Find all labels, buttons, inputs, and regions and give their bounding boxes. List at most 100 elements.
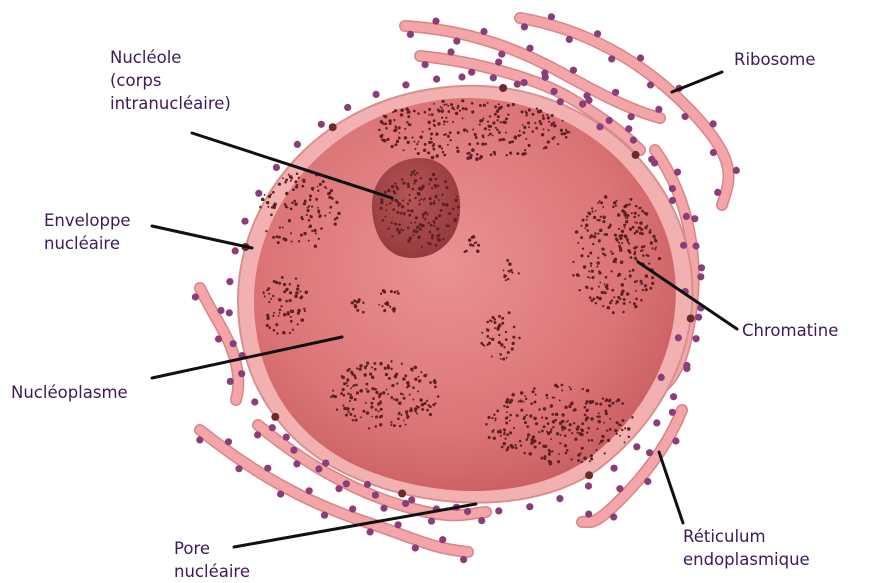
chromatin-granule [416, 230, 419, 233]
chromatin-granule [498, 315, 501, 318]
chromatin-granule [403, 212, 406, 215]
ribosome-dot [733, 167, 740, 174]
chromatin-granule [389, 305, 391, 307]
chromatin-granule [634, 212, 637, 215]
chromatin-granule [430, 141, 433, 144]
chromatin-granule [456, 150, 459, 153]
chromatin-granule [613, 296, 615, 298]
chromatin-granule [402, 199, 404, 201]
ribosome-dot [610, 513, 617, 520]
chromatin-granule [634, 232, 637, 235]
chromatin-granule [472, 244, 475, 247]
chromatin-granule [538, 431, 540, 433]
chromatin-granule [450, 103, 453, 106]
ribosome-dot [570, 67, 577, 74]
chromatin-granule [393, 119, 395, 121]
chromatin-granule [431, 234, 434, 237]
chromatin-granule [474, 133, 477, 136]
chromatin-granule [437, 185, 439, 187]
chromatin-granule [304, 199, 307, 202]
chromatin-granule [442, 203, 445, 206]
chromatin-granule [493, 122, 495, 124]
chromatin-granule [419, 203, 421, 205]
chromatin-granule [485, 143, 488, 146]
chromatin-granule [298, 310, 301, 313]
chromatin-granule [283, 290, 286, 293]
chromatin-granule [410, 210, 412, 212]
chromatin-granule [408, 194, 410, 196]
chromatin-granule [355, 384, 358, 387]
chromatin-granule [318, 238, 320, 240]
chromatin-granule [491, 430, 494, 433]
chromatin-granule [407, 384, 410, 387]
chromatin-granule [409, 237, 412, 240]
chromatin-granule [391, 235, 393, 237]
chromatin-granule [526, 414, 528, 416]
chromatin-granule [303, 232, 306, 235]
chromatin-granule [366, 390, 369, 393]
chromatin-granule [444, 180, 447, 183]
chromatin-granule [379, 362, 383, 366]
chromatin-granule [356, 391, 359, 394]
chromatin-granule [402, 229, 404, 231]
chromatin-granule [547, 422, 549, 424]
chromatin-granule [395, 128, 398, 131]
chromatin-granule [481, 142, 484, 145]
chromatin-granule [390, 368, 392, 370]
chromatin-granule [354, 415, 356, 417]
chromatin-granule [569, 386, 571, 388]
chromatin-granule [366, 411, 370, 415]
chromatin-granule [581, 429, 584, 432]
chromatin-granule [618, 423, 621, 426]
chromatin-granule [468, 238, 471, 241]
chromatin-granule [285, 205, 288, 208]
chromatin-granule [494, 105, 497, 108]
chromatin-granule [624, 278, 626, 280]
chromatin-granule [581, 422, 584, 425]
ribosome-dot [395, 521, 402, 528]
chromatin-granule [590, 454, 593, 457]
chromatin-granule [645, 212, 649, 216]
ribosome-dot [344, 104, 351, 111]
ribosome-dot [548, 13, 555, 20]
chromatin-granule [452, 121, 454, 123]
chromatin-granule [494, 113, 497, 116]
chromatin-granule [486, 335, 489, 338]
chromatin-granule [650, 241, 653, 244]
chromatin-granule [309, 198, 312, 201]
chromatin-granule [375, 415, 378, 418]
chromatin-granule [579, 432, 583, 436]
chromatin-granule [651, 282, 654, 285]
chromatin-granule [621, 283, 625, 287]
chromatin-granule [520, 134, 522, 136]
chromatin-granule [456, 196, 458, 198]
chromatin-granule [584, 227, 586, 229]
chromatin-granule [498, 131, 501, 134]
chromatin-granule [384, 216, 386, 218]
chromatin-granule [509, 414, 512, 417]
chromatin-granule [461, 99, 464, 102]
chromatin-granule [570, 458, 572, 460]
chromatin-granule [414, 222, 416, 224]
chromatin-granule [289, 291, 292, 294]
chromatin-granule [427, 151, 430, 154]
chromatin-granule [604, 452, 606, 454]
chromatin-granule [631, 416, 634, 419]
chromatin-granule [446, 121, 448, 123]
chromatin-granule [426, 409, 429, 412]
chromatin-granule [626, 292, 630, 296]
chromatin-granule [405, 410, 408, 413]
chromatin-granule [584, 414, 587, 417]
chromatin-granule [329, 206, 332, 209]
chromatin-granule [369, 373, 372, 376]
chromatin-granule [303, 202, 306, 205]
chromatin-granule [629, 301, 631, 303]
chromatin-granule [573, 408, 576, 411]
chromatin-granule [363, 373, 367, 377]
chromatin-granule [625, 217, 627, 219]
chromatin-granule [362, 311, 365, 314]
chromatin-granule [604, 291, 607, 294]
chromatin-granule [505, 417, 508, 420]
chromatin-granule [619, 249, 622, 252]
chromatin-granule [433, 119, 436, 122]
